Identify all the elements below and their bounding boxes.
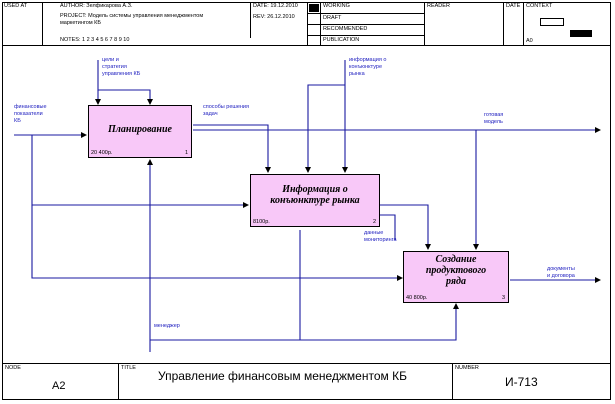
notes-text: NOTES: 1 2 3 4 5 6 7 8 9 10: [60, 37, 130, 43]
project-text: PROJECT: Модель системы управления менед…: [60, 13, 204, 19]
context-page-number: A0: [526, 38, 533, 44]
date-text: DATE: 19.12.2010: [253, 3, 298, 9]
header-divider: [503, 2, 504, 46]
footer-top-rule: [2, 363, 611, 364]
label-goals-2: стратегия: [102, 64, 127, 70]
activity-number: 2: [372, 219, 376, 225]
reader-label: READER: [427, 3, 450, 9]
footer-divider: [118, 363, 119, 400]
arrow-methods: [193, 124, 271, 173]
label-market-1: информация о: [349, 57, 387, 63]
working-marker: [309, 4, 319, 12]
rev-text: REV: 26.12.2010: [253, 14, 295, 20]
activity-name: Информация о конъюнктуре рынка: [270, 184, 360, 206]
author-text: AUTHOR: Зелфикарова А.З.: [60, 3, 133, 9]
label-goals-1: цели и: [102, 57, 119, 63]
header-divider: [42, 2, 43, 46]
label-methods-1: способы решения: [203, 104, 249, 110]
label-manager: менеджер: [154, 323, 180, 329]
arrow-fin-to-box3: [31, 205, 403, 281]
label-fin-2: показатели: [14, 111, 43, 117]
diagram-frame: [2, 2, 611, 400]
number-label: NUMBER: [455, 365, 479, 371]
activity-cost: 20 400р.: [91, 150, 113, 156]
arrow-goals: [97, 60, 153, 105]
arrow-manager-box3: [150, 303, 459, 341]
context-box-active: [570, 30, 592, 37]
node-value: A2: [52, 380, 66, 392]
label-documents-2: и договора: [547, 273, 575, 279]
activity-box-market-info[interactable]: Информация о конъюнктуре рынка 8100р. 2: [250, 174, 380, 227]
status-working: WORKING: [323, 3, 350, 9]
label-model-1: готовая: [484, 112, 504, 118]
node-label: NODE: [5, 365, 21, 371]
label-goals-3: управления КБ: [102, 71, 141, 77]
label-market-2: конъюнктуре: [349, 64, 383, 70]
label-model-2: модель: [484, 119, 503, 125]
label-fin-3: КБ: [14, 118, 21, 124]
arrow-monitoring: [380, 214, 396, 240]
diagram-title: Управление финансовым менеджментом КБ: [158, 369, 407, 383]
context-box: [540, 18, 564, 26]
footer-divider: [452, 363, 453, 400]
header-divider: [523, 2, 524, 46]
activity-name: Создание продуктового ряда: [425, 254, 487, 287]
date-label: DATE: [506, 3, 521, 9]
context-label: CONTEXT: [526, 3, 553, 9]
label-methods-2: задач: [203, 111, 218, 117]
label-monitoring-2: мониторинга: [364, 237, 397, 243]
header-divider: [307, 13, 424, 14]
status-draft: DRAFT: [323, 15, 342, 21]
activity-number: 1: [184, 150, 188, 156]
label-market-3: рынка: [349, 71, 365, 77]
status-recommended: RECOMMENDED: [323, 26, 368, 32]
header-divider: [307, 24, 424, 25]
arrow-market-info-branch: [305, 84, 345, 173]
status-publication: PUBLICATION: [323, 37, 360, 43]
arrow-box2-to-box3: [380, 204, 431, 250]
label-documents-1: документы: [547, 266, 575, 272]
header-bottom-rule: [2, 45, 611, 46]
header-divider: [424, 2, 425, 46]
used-at-label: USED AT: [4, 3, 28, 9]
header-divider: [250, 2, 251, 38]
project-text-cont: маркетингом КБ: [60, 20, 101, 26]
activity-box-product-line[interactable]: Создание продуктового ряда 40 800р. 3: [403, 251, 509, 303]
activity-name: Планирование: [108, 124, 172, 135]
activity-cost: 40 800р.: [406, 295, 428, 301]
label-fin-1: финансовые: [14, 104, 47, 110]
title-label: TITLE: [121, 365, 136, 371]
activity-box-planning[interactable]: Планирование 20 400р. 1: [88, 105, 192, 158]
activity-number: 3: [501, 295, 505, 301]
header-divider: [307, 35, 424, 36]
diagram-number: И-713: [505, 375, 538, 389]
activity-cost: 8100р.: [253, 219, 270, 225]
label-monitoring-1: данные: [364, 230, 384, 236]
